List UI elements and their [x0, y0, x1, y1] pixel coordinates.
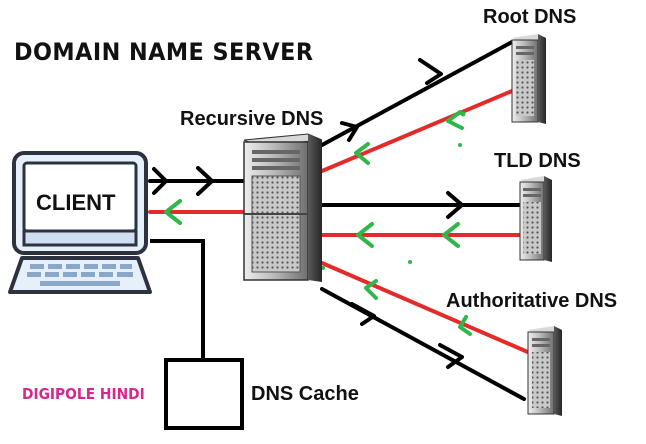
- dns-cache-label: DNS Cache: [251, 383, 359, 405]
- client-label: CLIENT: [36, 190, 116, 215]
- client-computer-icon: [8, 151, 152, 294]
- cache-link-line: [150, 239, 205, 360]
- tld-dns-label: TLD DNS: [494, 150, 581, 172]
- auth-response-line: [320, 261, 532, 355]
- recursive-dns-server-icon: [243, 133, 323, 282]
- diagram-title: DOMAIN NAME SERVER: [14, 38, 314, 66]
- root-dns-server-icon: [511, 34, 546, 124]
- root-dns-label: Root DNS: [483, 6, 577, 28]
- tld-dns-server-icon: [519, 176, 552, 262]
- response-arrowheads: [164, 110, 472, 336]
- dns-cache-box: [164, 358, 244, 430]
- authoritative-dns-label: Authoritative DNS: [446, 290, 618, 312]
- request-arrowheads: [152, 58, 464, 369]
- root-response-line: [320, 89, 514, 173]
- brand-watermark: DIGIPOLE HINDI: [22, 385, 145, 403]
- recursive-dns-label: Recursive DNS: [180, 108, 324, 130]
- authoritative-dns-server-icon: [527, 326, 562, 416]
- connection-lines: [148, 40, 532, 401]
